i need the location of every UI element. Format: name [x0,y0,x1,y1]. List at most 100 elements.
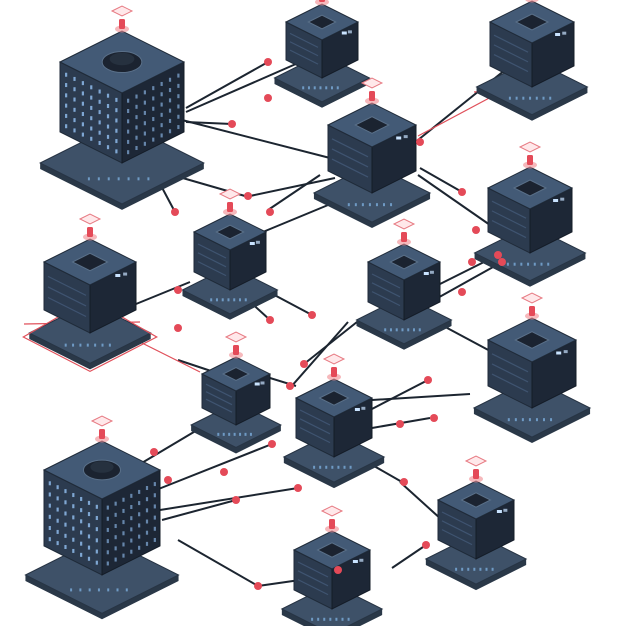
window [122,520,125,525]
slot-line [491,200,527,219]
window [64,545,67,550]
window [138,489,141,494]
status-led [560,197,565,201]
window [152,137,155,142]
node-center-left-network-node-icon [181,188,279,320]
status-led [503,508,508,512]
connection-dot [171,208,179,216]
window [72,493,75,498]
plate-led [107,588,110,592]
base-plate-side [313,193,431,229]
window [95,515,98,520]
connection-dot [266,208,274,216]
connection-line [433,261,503,301]
connection-line [181,119,331,159]
status-led [255,240,260,244]
window [80,508,83,513]
plate-led [233,432,236,436]
devices-layer [22,0,592,626]
beacon-glow [315,0,329,6]
window [81,91,84,96]
plate-led [72,343,75,347]
plate-led [319,465,322,469]
plate-led [384,328,387,332]
slot-line [197,252,227,268]
window [65,124,68,129]
plate-led [319,86,322,90]
connection-line [257,579,301,587]
server-building-top-left-server-building-icon [39,5,205,210]
status-led [496,510,502,513]
plate-led [88,588,91,592]
window [152,117,155,122]
plate-led [514,418,517,422]
beacon-icon [473,469,479,479]
window [143,100,146,105]
plate-led [375,203,378,207]
window [65,83,68,88]
window [95,560,98,565]
plate-led [535,96,538,100]
window [56,518,59,523]
window [138,501,141,506]
status-led [423,272,429,275]
plate-led [361,203,364,207]
plate-led [331,86,333,90]
plate-led [244,298,247,302]
connection-dot [424,376,432,384]
plate-led [389,328,392,332]
rooftop-dome [90,461,114,473]
window [115,118,118,123]
plate-led [413,328,415,332]
window [98,120,101,125]
window [65,72,68,77]
connection-dot [472,226,480,234]
slot-line [289,41,319,57]
window [64,500,67,505]
window [73,76,76,81]
window [168,118,172,123]
connection-dot [468,258,476,266]
beacon-icon [119,19,125,29]
window [145,508,149,513]
beacon-icon [233,345,239,355]
window [145,541,149,546]
plate-led [395,328,398,332]
plate-led [313,86,316,90]
window [81,122,84,127]
window [73,118,76,123]
status-led [403,135,408,139]
plate-led [522,96,525,100]
slot-line [491,353,529,373]
connection-dot [400,478,408,486]
window [177,104,180,109]
window [138,534,141,539]
base-plate-side [425,559,527,591]
window [153,526,156,531]
window [80,496,83,501]
status-led [556,351,562,355]
window [48,492,51,497]
window [95,538,98,543]
window [90,95,93,100]
window [95,549,98,554]
plate-led [329,617,332,621]
marker-diamond [464,455,488,467]
beacon-icon [527,155,533,165]
slot-line [299,427,331,444]
slot-line [299,409,331,426]
status-led [555,33,561,36]
window [130,505,133,510]
window [127,109,130,114]
plate-led [533,262,536,266]
window [160,81,163,86]
window [90,126,93,131]
window [143,121,146,126]
plate-led [116,588,119,592]
window [152,96,155,101]
plate-led [347,203,350,207]
window [177,125,180,130]
connection-line [161,499,237,521]
slot-line [47,296,87,318]
window [152,86,155,91]
